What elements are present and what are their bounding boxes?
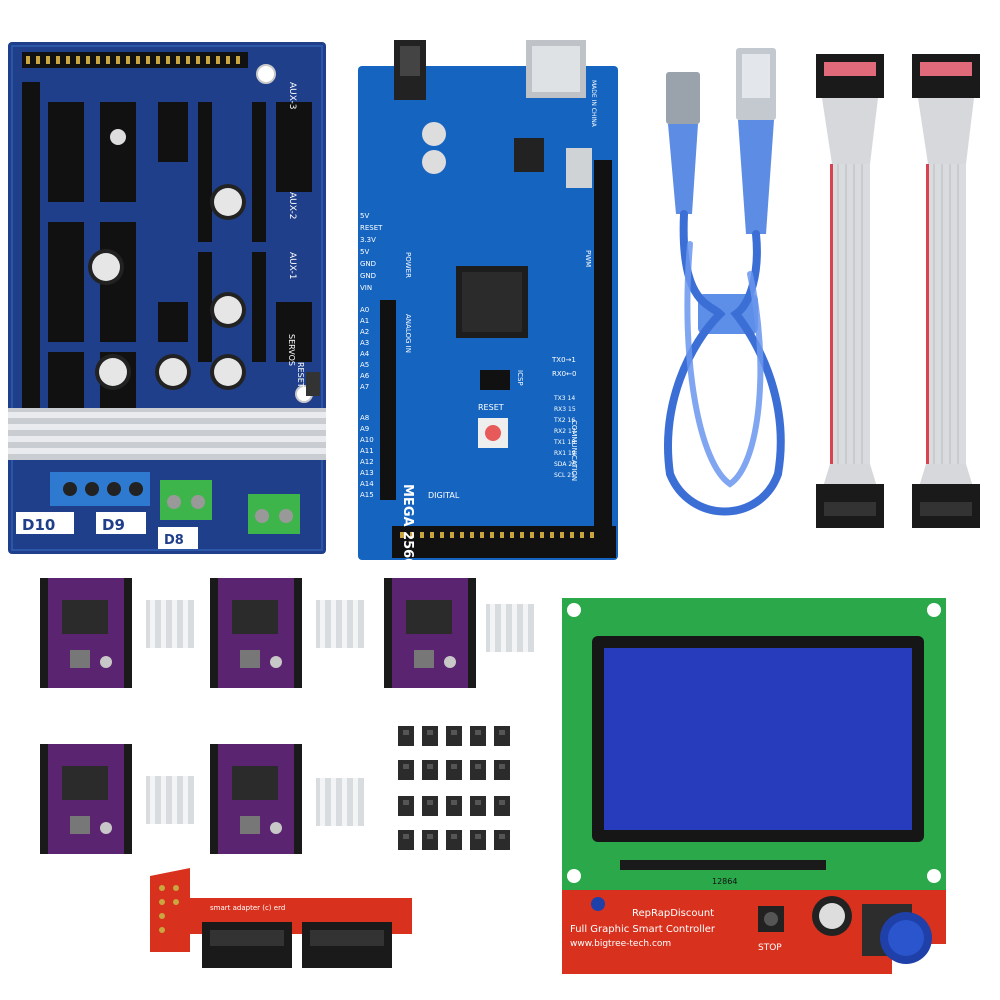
- mega-icsp-label: ICSP: [516, 370, 524, 386]
- adapter-silk-label: smart adapter (c) erd: [210, 904, 285, 912]
- ramps-board: D10 D9 D8 SERVOS RESET AUX-3 AUX-2 AUX-1: [8, 42, 326, 554]
- mega-sda-label: SDA 20: [554, 461, 576, 468]
- mega-analog-pin: A6: [360, 372, 370, 380]
- mega-analog-pin: A4: [360, 350, 370, 358]
- ramps-aux2-label: AUX-2: [287, 192, 297, 219]
- mega-tx2-label: TX2 16: [553, 417, 575, 424]
- mega-analog-pin: A7: [360, 383, 369, 391]
- mega-tx1-label: TX1 18: [553, 439, 575, 446]
- mega-rx1-label: RX1 19: [554, 450, 576, 457]
- mega-analog-pin: A13: [360, 469, 374, 477]
- heatsink: [486, 604, 534, 652]
- mega-rx2-label: RX2 17: [554, 428, 576, 435]
- jumper-caps: [398, 726, 510, 854]
- mega-power-pin: RESET: [360, 224, 383, 232]
- mega-analog-pin: A0: [360, 306, 369, 314]
- mega-analog-pin: A9: [360, 425, 369, 433]
- mega-scl-label: SCL 21: [554, 472, 575, 479]
- mega-communication-label: COMMUNICATION: [570, 420, 578, 481]
- lcd-url-label: www.bigtree-tech.com: [570, 939, 671, 949]
- mega-power-label: POWER: [404, 252, 412, 278]
- usb-cable-graphic: [664, 48, 785, 516]
- ramps-board-graphic: D10 D9 D8 SERVOS RESET AUX-3 AUX-2 AUX-1: [8, 42, 326, 554]
- mega-analog-pin: A3: [360, 339, 369, 347]
- mega-board-graphic: MEGA 2560 RESET ICSP DIGITAL ANALOG IN P…: [358, 40, 618, 567]
- mega-analog-label: ANALOG IN: [404, 314, 412, 353]
- stepper-driver: [40, 744, 132, 854]
- ribbon-cable-graphic: [912, 54, 980, 528]
- lcd-brand-label: RepRapDiscount: [632, 908, 714, 919]
- mega-analog-pin: A8: [360, 414, 369, 422]
- mega-power-pin: 5V: [360, 212, 369, 220]
- ramps-servos-label: SERVOS: [287, 334, 296, 366]
- mega-power-pin: 3.3V: [360, 236, 376, 244]
- mega-digital-label: DIGITAL: [428, 491, 460, 500]
- ribbon-cable-1: [812, 54, 888, 530]
- mega-analog-pin: A2: [360, 328, 369, 336]
- ribbon-cable-graphic: [816, 54, 884, 528]
- heatsink: [146, 776, 194, 824]
- mega-analog-pin: A11: [360, 447, 374, 455]
- mega-power-pin: 5V: [360, 248, 369, 256]
- heatsink: [316, 600, 364, 648]
- stepper-driver: [384, 578, 476, 688]
- mega-power-pin: GND: [360, 260, 376, 268]
- mega-analog-pin: A5: [360, 361, 369, 369]
- mega-analog-pin: A10: [360, 436, 374, 444]
- mega-tx-label: TX0→1: [551, 356, 576, 364]
- lcd-model-label: 12864: [712, 877, 737, 886]
- mega-reset-label: RESET: [478, 403, 504, 412]
- mega-tx3-label: TX3 14: [553, 395, 575, 402]
- usb-cable: [650, 44, 800, 524]
- stepper-driver: [40, 578, 132, 688]
- lcd-stop-label: STOP: [758, 943, 782, 953]
- mega-analog-pin: A1: [360, 317, 369, 325]
- mega-model-label: MEGA 2560: [400, 484, 415, 562]
- mega-analog-pin: A15: [360, 491, 374, 499]
- stepper-driver: [210, 744, 302, 854]
- heatsink: [146, 600, 194, 648]
- mega-pwm-label: PWM: [584, 250, 592, 267]
- mega-made-in-label: MADE IN CHINA: [590, 80, 597, 128]
- ramps-d10-label: D10: [22, 516, 55, 534]
- lcd-controller: 12864 RepRapDiscount Full Graphic Smart …: [562, 598, 956, 974]
- lcd-title-label: Full Graphic Smart Controller: [570, 924, 716, 935]
- ramps-reset-label: RESET: [296, 362, 305, 388]
- ramps-aux1-label: AUX-1: [287, 252, 297, 279]
- mega-board: MEGA 2560 RESET ICSP DIGITAL ANALOG IN P…: [356, 40, 620, 567]
- ribbon-cable-2: [908, 54, 984, 530]
- heatsink: [316, 778, 364, 826]
- mega-analog-pin: A14: [360, 480, 374, 488]
- ramps-aux3-label: AUX-3: [287, 82, 297, 109]
- stepper-driver: [210, 578, 302, 688]
- ramps-d9-label: D9: [102, 516, 125, 534]
- mega-analog-pin: A12: [360, 458, 374, 466]
- mega-power-pin: GND: [360, 272, 376, 280]
- mega-rx-label: RX0←0: [552, 370, 576, 378]
- mega-power-pin: VIN: [360, 284, 372, 292]
- smart-adapter: smart adapter (c) erd: [150, 868, 412, 970]
- ramps-d8-label: D8: [164, 533, 184, 548]
- mega-rx3-label: RX3 15: [554, 406, 576, 413]
